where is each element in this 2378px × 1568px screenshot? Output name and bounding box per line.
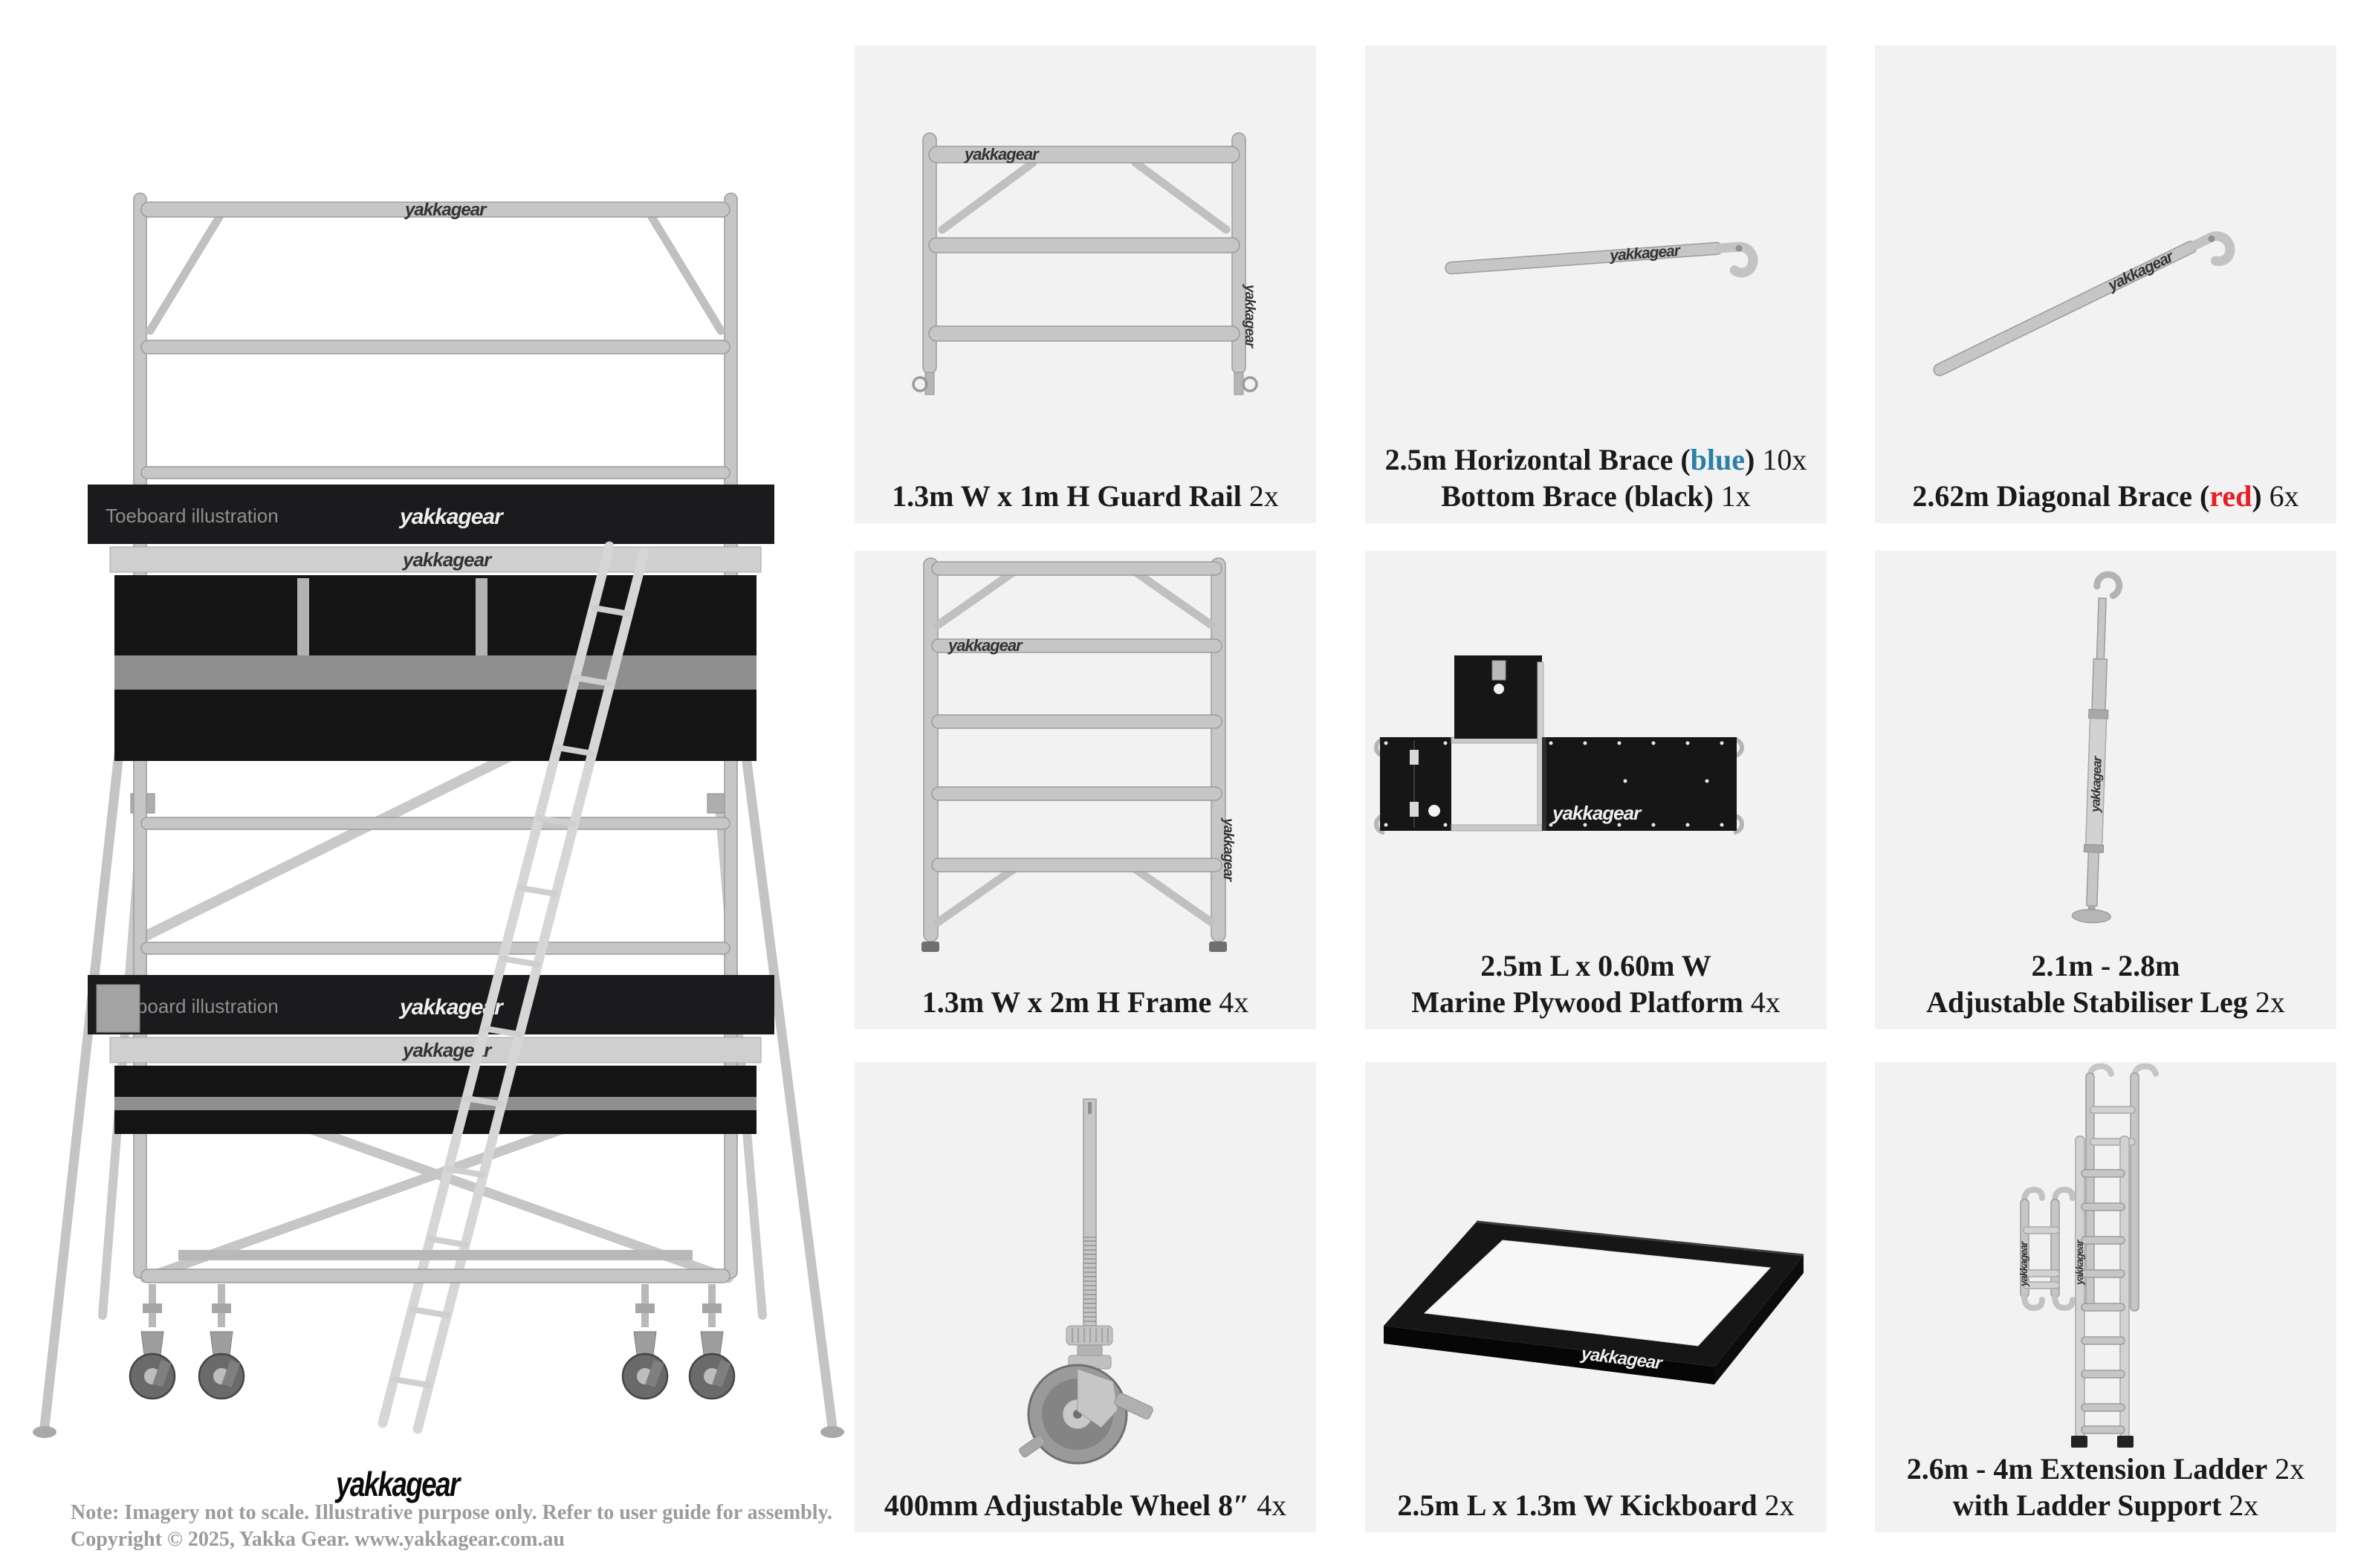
guard-rail-illustration: yakkagear yakkagear bbox=[912, 132, 1258, 395]
card-frame: yakkagear yakkagear 1.3m W x 2m H Frame … bbox=[855, 551, 1316, 1029]
diagonal-brace-illustration: yakkagear bbox=[1933, 231, 2235, 377]
card-extension-ladder: yakkagear yakkagea bbox=[1875, 1062, 2336, 1532]
stabiliser-leg-illustration: yakkagear bbox=[2071, 571, 2123, 924]
card-caption: 2.5m L x 1.3m W Kickboard 2x bbox=[1397, 1488, 1795, 1522]
adjustable-wheel-illustration bbox=[1019, 1098, 1153, 1465]
card-caption: 400mm Adjustable Wheel 8″ 4x bbox=[884, 1488, 1287, 1522]
caster-wheels bbox=[129, 1284, 736, 1400]
brand-logo: yakkagear bbox=[1551, 802, 1642, 824]
brand-logo: yakkagear bbox=[2018, 1240, 2029, 1287]
brand-logo: yakkagear bbox=[1220, 817, 1236, 883]
ladder-support: yakkagear bbox=[2018, 1186, 2076, 1312]
brand-logo: yakkagear bbox=[2073, 1239, 2085, 1286]
mid-rung bbox=[140, 817, 730, 830]
brand-logo: yakkagear bbox=[1609, 242, 1682, 265]
kickboard-illustration: yakkagear bbox=[1384, 1220, 1804, 1384]
mid-rung bbox=[140, 942, 730, 955]
brand-logo: yakkagear bbox=[964, 145, 1040, 163]
card-guard-rail: yakkagear yakkagear 1.3m W x 1m H Guard … bbox=[855, 45, 1316, 523]
tall-ladder: yakkagear bbox=[2071, 1063, 2159, 1448]
card-horizontal-brace: yakkagear 2.5m Horizontal Brace (blue) 1… bbox=[1365, 45, 1827, 523]
brace-hook bbox=[2189, 231, 2235, 266]
brand-logo: yakkagear bbox=[398, 505, 505, 529]
horizontal-brace-illustration: yakkagear bbox=[1445, 242, 1758, 278]
card-adjustable-wheel: 400mm Adjustable Wheel 8″ 4x bbox=[855, 1062, 1316, 1532]
scaffold-base bbox=[140, 1250, 730, 1283]
platform-rivets bbox=[1384, 741, 1724, 827]
card-diagonal-brace: yakkagear 2.62m Diagonal Brace (red) 6x bbox=[1875, 45, 2336, 523]
brand-logo: yakkagear bbox=[404, 200, 487, 220]
upper-platform: Toeboard illustration yakkagear yakkagea… bbox=[88, 485, 774, 761]
extension-ladder-illustration: yakkagear yakkagea bbox=[2018, 1063, 2159, 1448]
lower-platform: Toeboard illustration yakkagear yakkagea… bbox=[88, 975, 774, 1134]
frame-illustration: yakkagear yakkagear bbox=[921, 557, 1236, 952]
card-caption: 1.3m W x 2m H Frame 4x bbox=[921, 985, 1249, 1019]
card-caption: 1.3m W x 1m H Guard Rail 2x bbox=[892, 479, 1279, 513]
brand-logo: yakkagear bbox=[2105, 247, 2177, 294]
brand-logo: yakkagear bbox=[336, 1465, 460, 1503]
footer-note: Note: Imagery not to scale. Illustrative… bbox=[71, 1501, 833, 1524]
brand-logo: yakkagear bbox=[1242, 284, 1257, 349]
brand-logo: yakkagear bbox=[401, 548, 493, 571]
card-kickboard: yakkagear 2.5m L x 1.3m W Kickboard 2x bbox=[1365, 1062, 1827, 1532]
platform-illustration: yakkagear bbox=[1374, 655, 1744, 835]
toeboard-label: Toeboard illustration bbox=[106, 505, 279, 527]
card-caption: 2.62m Diagonal Brace (red) 6x bbox=[1912, 479, 2299, 513]
brace-hook bbox=[1714, 242, 1758, 278]
scaffold-tower-illustration: yakkagear Toeboard illustration yakkagea… bbox=[33, 192, 844, 1438]
brand-logo: yakkagear bbox=[2088, 755, 2105, 813]
footer-copyright: Copyright © 2025, Yakka Gear. www.yakkag… bbox=[71, 1528, 565, 1551]
brand-logo: yakkagear bbox=[947, 636, 1023, 655]
